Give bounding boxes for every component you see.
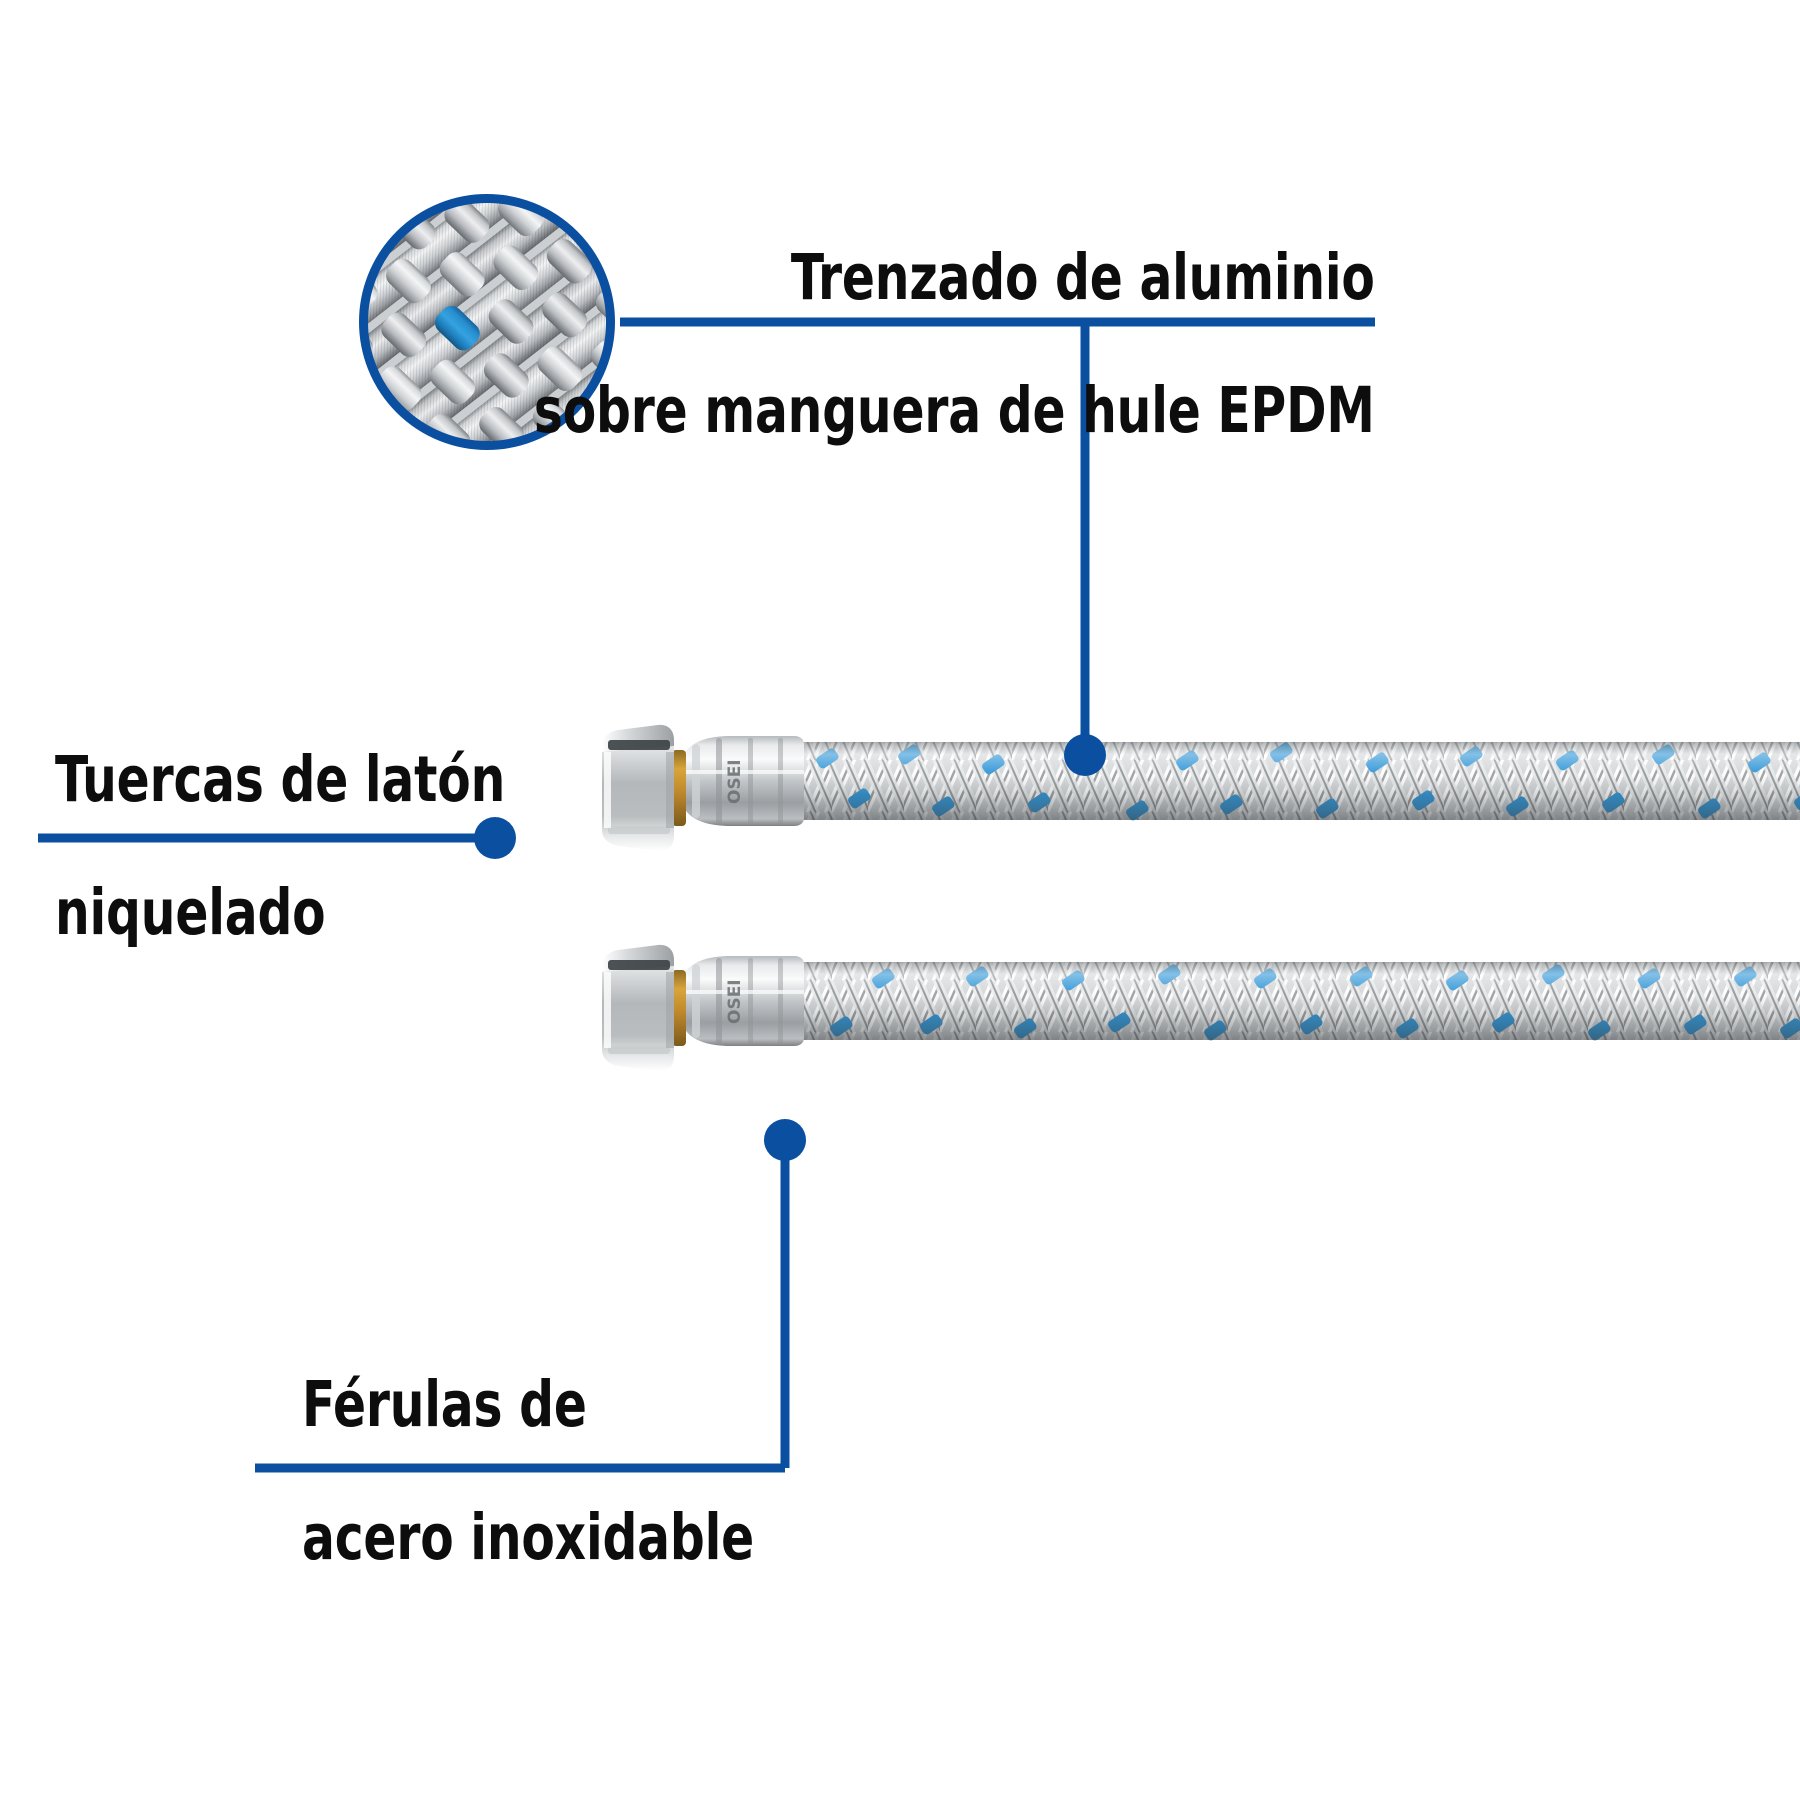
ferulas-line-1: Férulas de xyxy=(302,1367,587,1441)
ferulas-callout-text: Férulas de acero inoxidable xyxy=(302,1305,754,1639)
hex-nut xyxy=(602,944,674,1072)
trenzado-line-1: Trenzado de aluminio xyxy=(791,240,1375,314)
hex-nut xyxy=(602,724,674,852)
hose-assembly-bottom: OSEI xyxy=(580,928,1800,1104)
hose-assembly-top: OSEI xyxy=(580,708,1800,884)
stainless-ferrule: OSEI xyxy=(684,956,804,1046)
tuercas-callout-text: Tuercas de latón niquelado xyxy=(55,680,505,1014)
ferulas-line-2: acero inoxidable xyxy=(302,1501,755,1575)
braid-magnifier-svg xyxy=(359,194,615,450)
brass-ring xyxy=(672,750,686,826)
brass-ring xyxy=(672,970,686,1046)
hose-assembly-bottom-svg: OSEI xyxy=(602,944,1800,1072)
braid-magnifier-ring xyxy=(359,194,615,450)
ferrule-emboss-text: OSEI xyxy=(725,759,745,804)
ferrule-emboss-text: OSEI xyxy=(725,979,745,1024)
trenzado-callout-text: Trenzado de aluminio sobre manguera de h… xyxy=(534,178,1375,512)
tuercas-line-1: Tuercas de latón xyxy=(55,742,506,816)
trenzado-line-2: sobre manguera de hule EPDM xyxy=(534,374,1375,448)
hose-assembly-top-svg: OSEI xyxy=(602,724,1800,852)
braid-magnifier-circle xyxy=(357,192,617,452)
braided-hose-sleeve xyxy=(776,742,1800,821)
braided-hose-sleeve xyxy=(776,962,1800,1041)
tuercas-line-2: niquelado xyxy=(55,876,326,950)
stainless-ferrule: OSEI xyxy=(684,736,804,826)
leader-dot-ferulas xyxy=(764,1119,806,1161)
